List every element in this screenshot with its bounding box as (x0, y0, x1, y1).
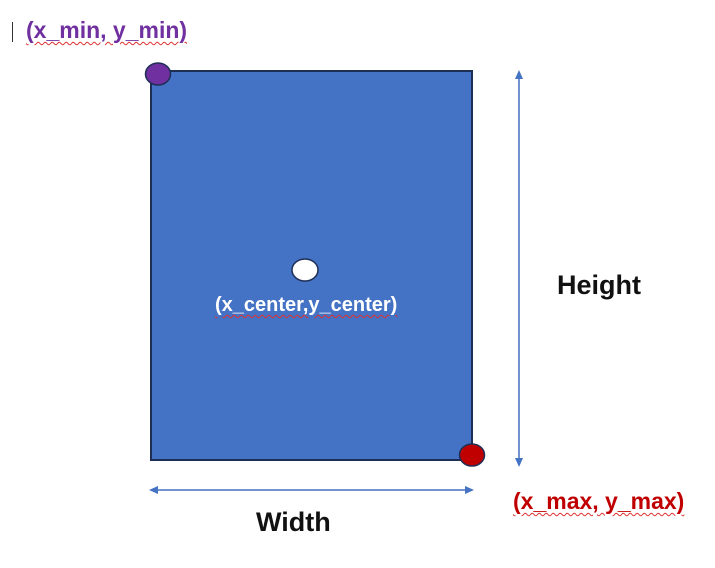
text-cursor (12, 22, 13, 42)
top-left-corner-label: (x_min, y_min) (26, 17, 188, 43)
bottom-right-corner-label: (x_max, y_max) (513, 488, 685, 514)
center-point (291, 258, 319, 282)
center-point-label: (x_center,y_center) (215, 294, 398, 316)
bottom-right-corner-point (458, 443, 486, 467)
top-left-corner-point (144, 62, 172, 86)
width-label: Width (256, 507, 331, 537)
height-label: Height (557, 270, 641, 300)
